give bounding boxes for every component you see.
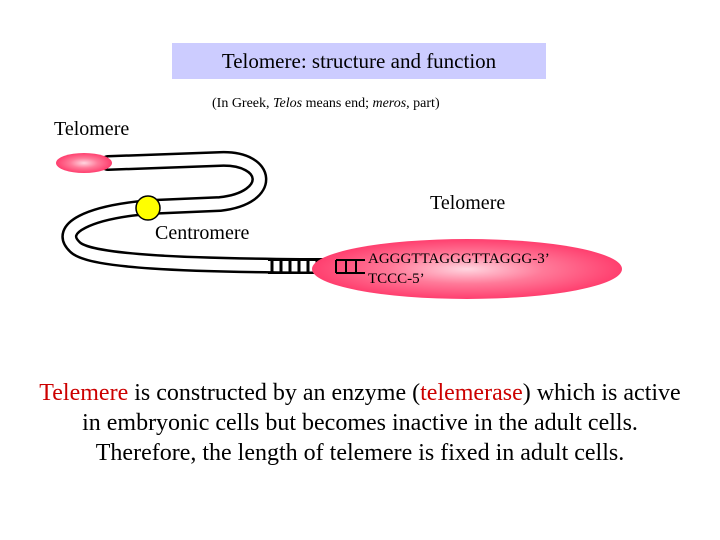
page-title: Telomere: structure and function bbox=[221, 48, 497, 73]
subtitle-prefix: (In Greek, bbox=[212, 96, 274, 111]
telomere-right-label: Telomere bbox=[430, 192, 506, 214]
telomere-left-cap bbox=[56, 153, 112, 173]
bottom-strand-sequence: TCCC-5’ bbox=[368, 271, 425, 287]
telomere-right-cap bbox=[312, 239, 622, 299]
subtitle-middle: means end; bbox=[302, 96, 373, 111]
centromere-dot bbox=[135, 195, 161, 221]
subtitle-meros: meros bbox=[372, 96, 407, 111]
subtitle: (In Greek, Telos means end; meros, part) bbox=[212, 96, 440, 112]
title-box: Telomere: structure and function bbox=[172, 43, 546, 79]
caption-text: Telemere is constructed by an enzyme (te… bbox=[30, 378, 690, 468]
subtitle-telos: Telos bbox=[273, 96, 303, 111]
caption-telemere: Telemere bbox=[39, 380, 129, 406]
caption-telemerase: telemerase bbox=[420, 380, 523, 406]
caption-part2: is constructed by an enzyme ( bbox=[128, 380, 421, 406]
top-strand-sequence: AGGGTTAGGGTTAGGG-3’ bbox=[368, 251, 550, 267]
chromosome-arm bbox=[61, 150, 344, 274]
caption-part4: ) which is active in embryonic cells but… bbox=[82, 380, 681, 466]
dna-strands bbox=[335, 259, 365, 274]
subtitle-suffix: , part) bbox=[406, 96, 440, 111]
centromere-label: Centromere bbox=[155, 222, 250, 244]
telomere-left-label: Telomere bbox=[54, 118, 130, 140]
